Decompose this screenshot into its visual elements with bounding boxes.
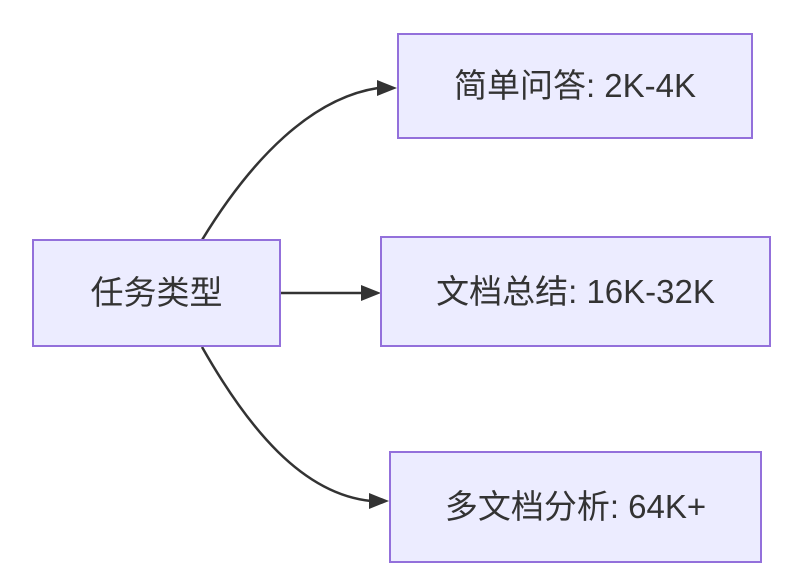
node-task-type-label: 任务类型 — [90, 274, 223, 312]
node-multidoc-analysis-label: 多文档分析: 64K+ — [444, 488, 707, 526]
node-multidoc-analysis: 多文档分析: 64K+ — [389, 451, 762, 563]
node-task-type: 任务类型 — [32, 239, 281, 347]
arrowhead-multidoc-analysis-icon — [369, 493, 389, 509]
edge-to-multidoc-analysis — [200, 346, 372, 503]
node-doc-summary: 文档总结: 16K-32K — [380, 236, 771, 347]
arrowhead-doc-summary-icon — [361, 285, 381, 301]
node-simple-qa: 简单问答: 2K-4K — [397, 33, 753, 139]
node-doc-summary-label: 文档总结: 16K-32K — [436, 272, 715, 310]
node-simple-qa-label: 简单问答: 2K-4K — [453, 67, 697, 105]
arrowhead-simple-qa-icon — [377, 80, 397, 96]
edge-to-simple-qa — [200, 86, 379, 241]
